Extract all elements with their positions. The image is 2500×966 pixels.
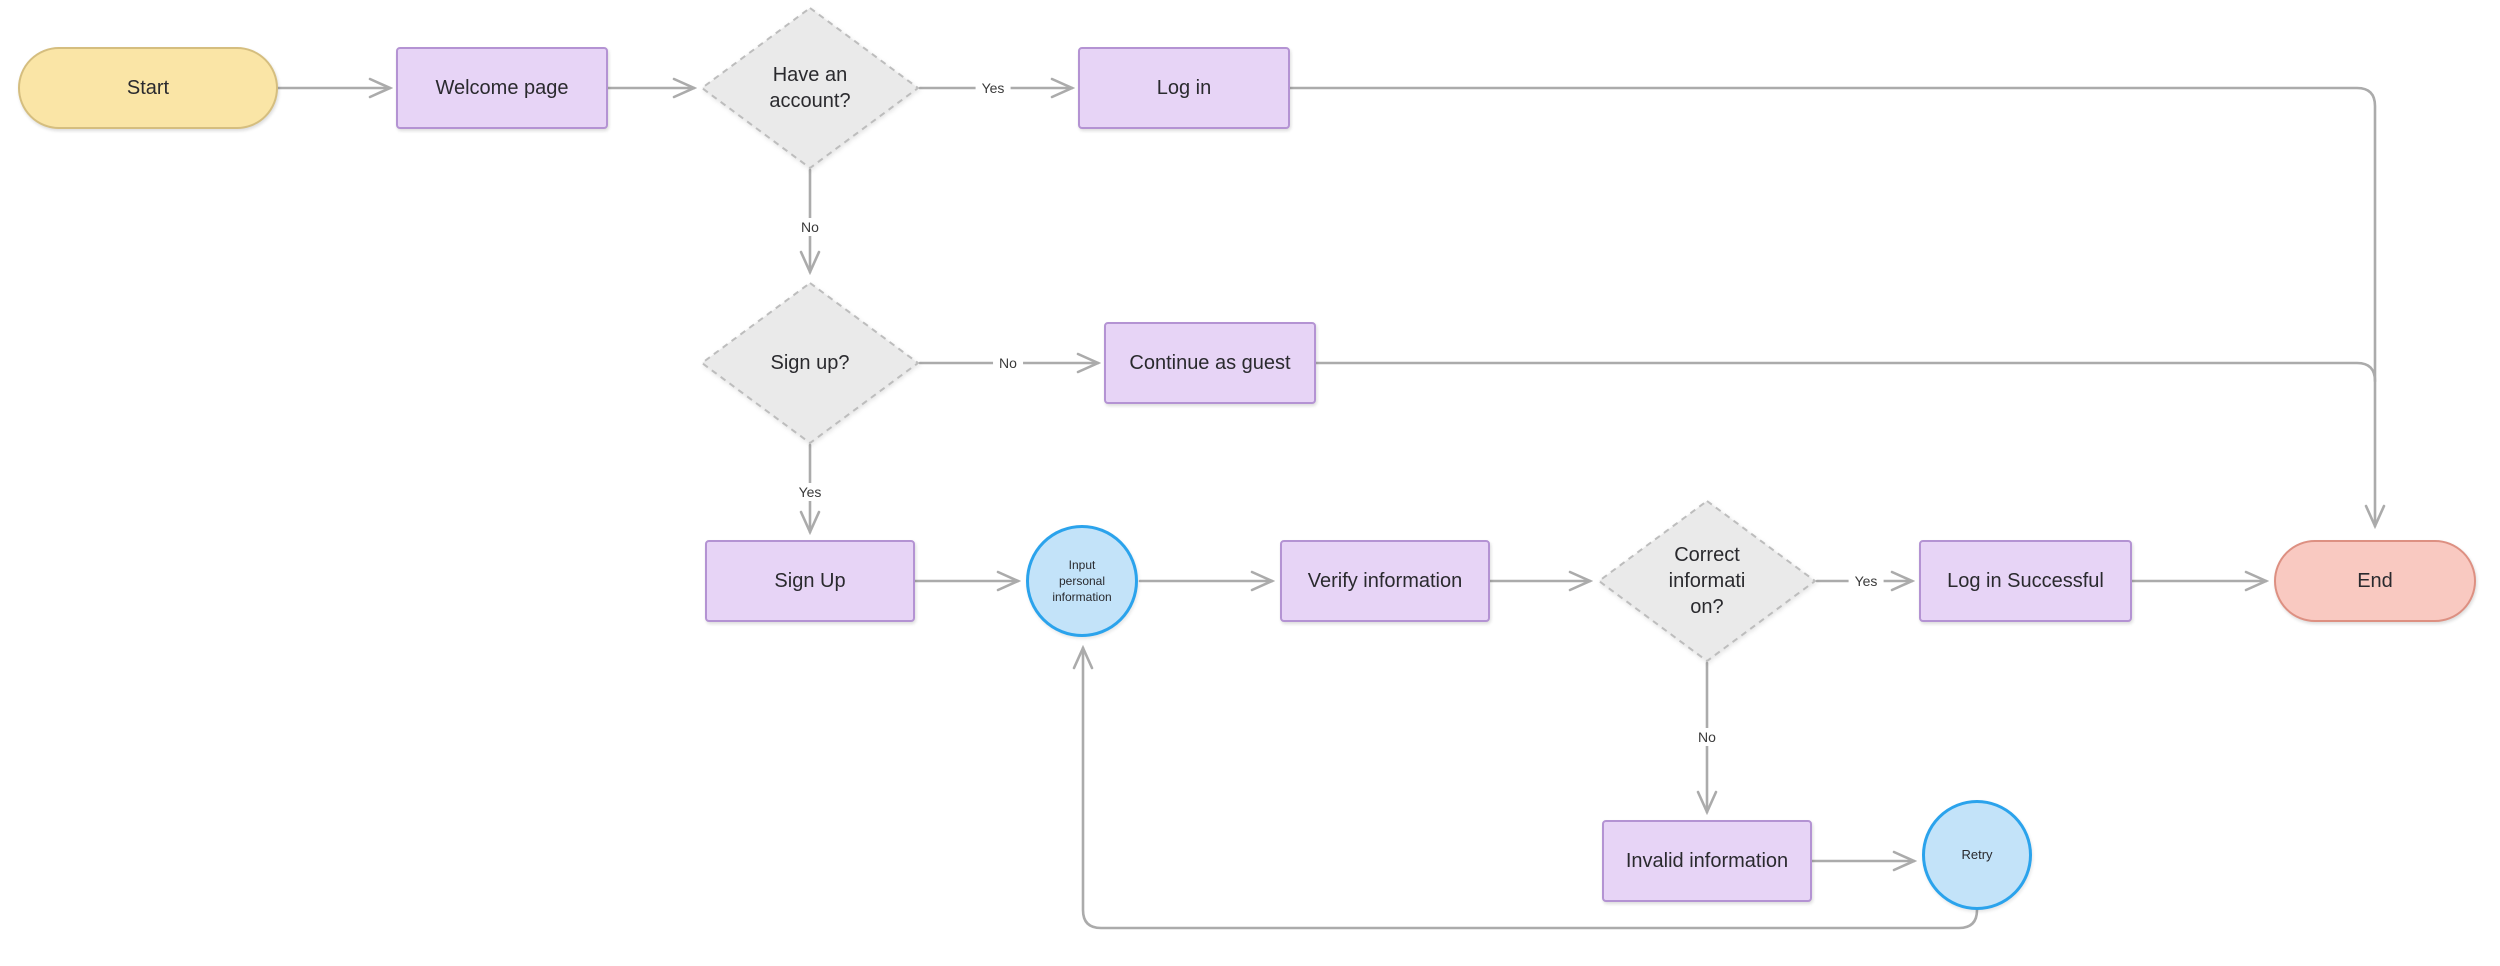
decision-diamond-shape	[1597, 499, 1817, 663]
edge-label-signup-no: No	[993, 354, 1023, 372]
correct-information-decision[interactable]: Correct informati on?	[1597, 499, 1817, 663]
start-terminator[interactable]: Start	[18, 47, 278, 129]
edge-label-have-account-yes: Yes	[975, 79, 1011, 97]
login-successful-process[interactable]: Log in Successful	[1919, 540, 2132, 622]
edge-label-correct-yes: Yes	[1848, 572, 1884, 590]
edge-label-signup-yes: Yes	[792, 483, 828, 501]
invalid-information-label: Invalid information	[1625, 849, 1789, 872]
edge-label-have-account-no: No	[795, 218, 825, 236]
verify-information-label: Verify information	[1307, 569, 1463, 592]
retry-label: Retry	[1961, 847, 1993, 862]
sign-up-label: Sign Up	[774, 569, 846, 592]
decision-diamond-shape	[700, 281, 920, 445]
have-account-label: Have an account?	[769, 64, 851, 112]
input-personal-information-label: Input personal information	[1052, 558, 1112, 604]
signup-question-label: Sign up?	[770, 352, 850, 374]
continue-as-guest-label: Continue as guest	[1129, 351, 1291, 374]
invalid-information-process[interactable]: Invalid information	[1602, 820, 1812, 902]
sign-up-process[interactable]: Sign Up	[705, 540, 915, 622]
retry-connector[interactable]: Retry	[1922, 800, 2032, 910]
login-process[interactable]: Log in	[1078, 47, 1290, 129]
edge-retry-loop-to-input	[1083, 648, 1979, 930]
signup-decision[interactable]: Sign up?	[700, 281, 920, 445]
welcome-page-label: Welcome page	[435, 76, 569, 99]
continue-as-guest-process[interactable]: Continue as guest	[1104, 322, 1316, 404]
end-label: End	[2357, 569, 2393, 592]
decision-diamond-shape	[700, 6, 920, 170]
login-successful-label: Log in Successful	[1947, 569, 2104, 592]
start-label: Start	[126, 76, 170, 99]
correct-information-label: Correct informati on?	[1668, 544, 1746, 618]
verify-information-process[interactable]: Verify information	[1280, 540, 1490, 622]
edge-login-to-end	[1288, 86, 2375, 526]
login-label: Log in	[1156, 76, 1212, 99]
have-account-decision[interactable]: Have an account?	[700, 6, 920, 170]
edge-label-correct-no: No	[1692, 728, 1722, 746]
input-personal-information-connector[interactable]: Input personal information	[1026, 525, 1138, 637]
end-terminator[interactable]: End	[2274, 540, 2476, 622]
edge-guest-to-end-merge	[1314, 361, 2377, 383]
welcome-page-process[interactable]: Welcome page	[396, 47, 608, 129]
